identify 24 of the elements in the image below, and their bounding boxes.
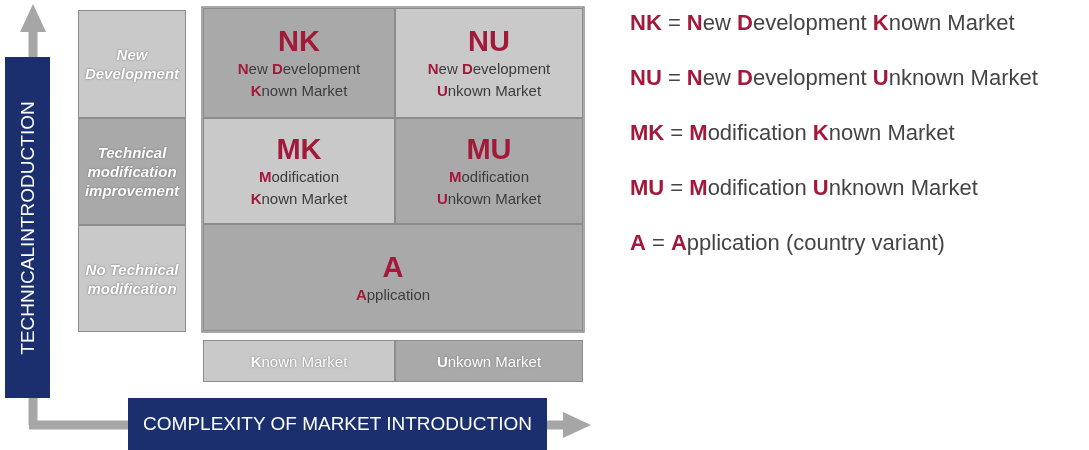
cell-code: NU — [468, 24, 510, 58]
cell-code: NK — [278, 24, 320, 58]
abbreviation-definition: NK = New Development Known Market — [630, 10, 1015, 36]
axis-label-band: COMPLEXITY OF MARKET INTRODUCTION — [128, 398, 547, 450]
axis-label-band: TECHNICALINTRODUCTION — [5, 57, 50, 398]
cell-description: New Development Known Market — [236, 59, 362, 101]
matrix-cell — [395, 118, 583, 224]
cell-code: MU — [466, 132, 512, 166]
matrix-cell — [395, 8, 583, 118]
abbreviation-definition: MU = Modification Unknown Market — [630, 175, 978, 201]
matrix-cell — [203, 224, 583, 331]
abbreviation-definition: A = Application (country variant) — [630, 230, 945, 256]
matrix-cell — [203, 118, 395, 224]
cell-description: Modification Known Market — [249, 167, 349, 209]
cell-code: MK — [276, 132, 322, 166]
cell-description: Modification Unkown Market — [435, 167, 543, 209]
cell-code: A — [382, 249, 404, 284]
column-header: Unkown Market — [395, 340, 583, 382]
cell-description: New Development Unkown Market — [426, 59, 552, 101]
matrix-cell — [203, 8, 395, 118]
cell-description: Application — [355, 284, 431, 305]
row-header: Technical modification improvement — [78, 118, 186, 225]
abbreviation-definition: MK = Modification Known Market — [630, 120, 955, 146]
abbreviation-definition: NU = New Development Unknown Market — [630, 65, 1038, 91]
